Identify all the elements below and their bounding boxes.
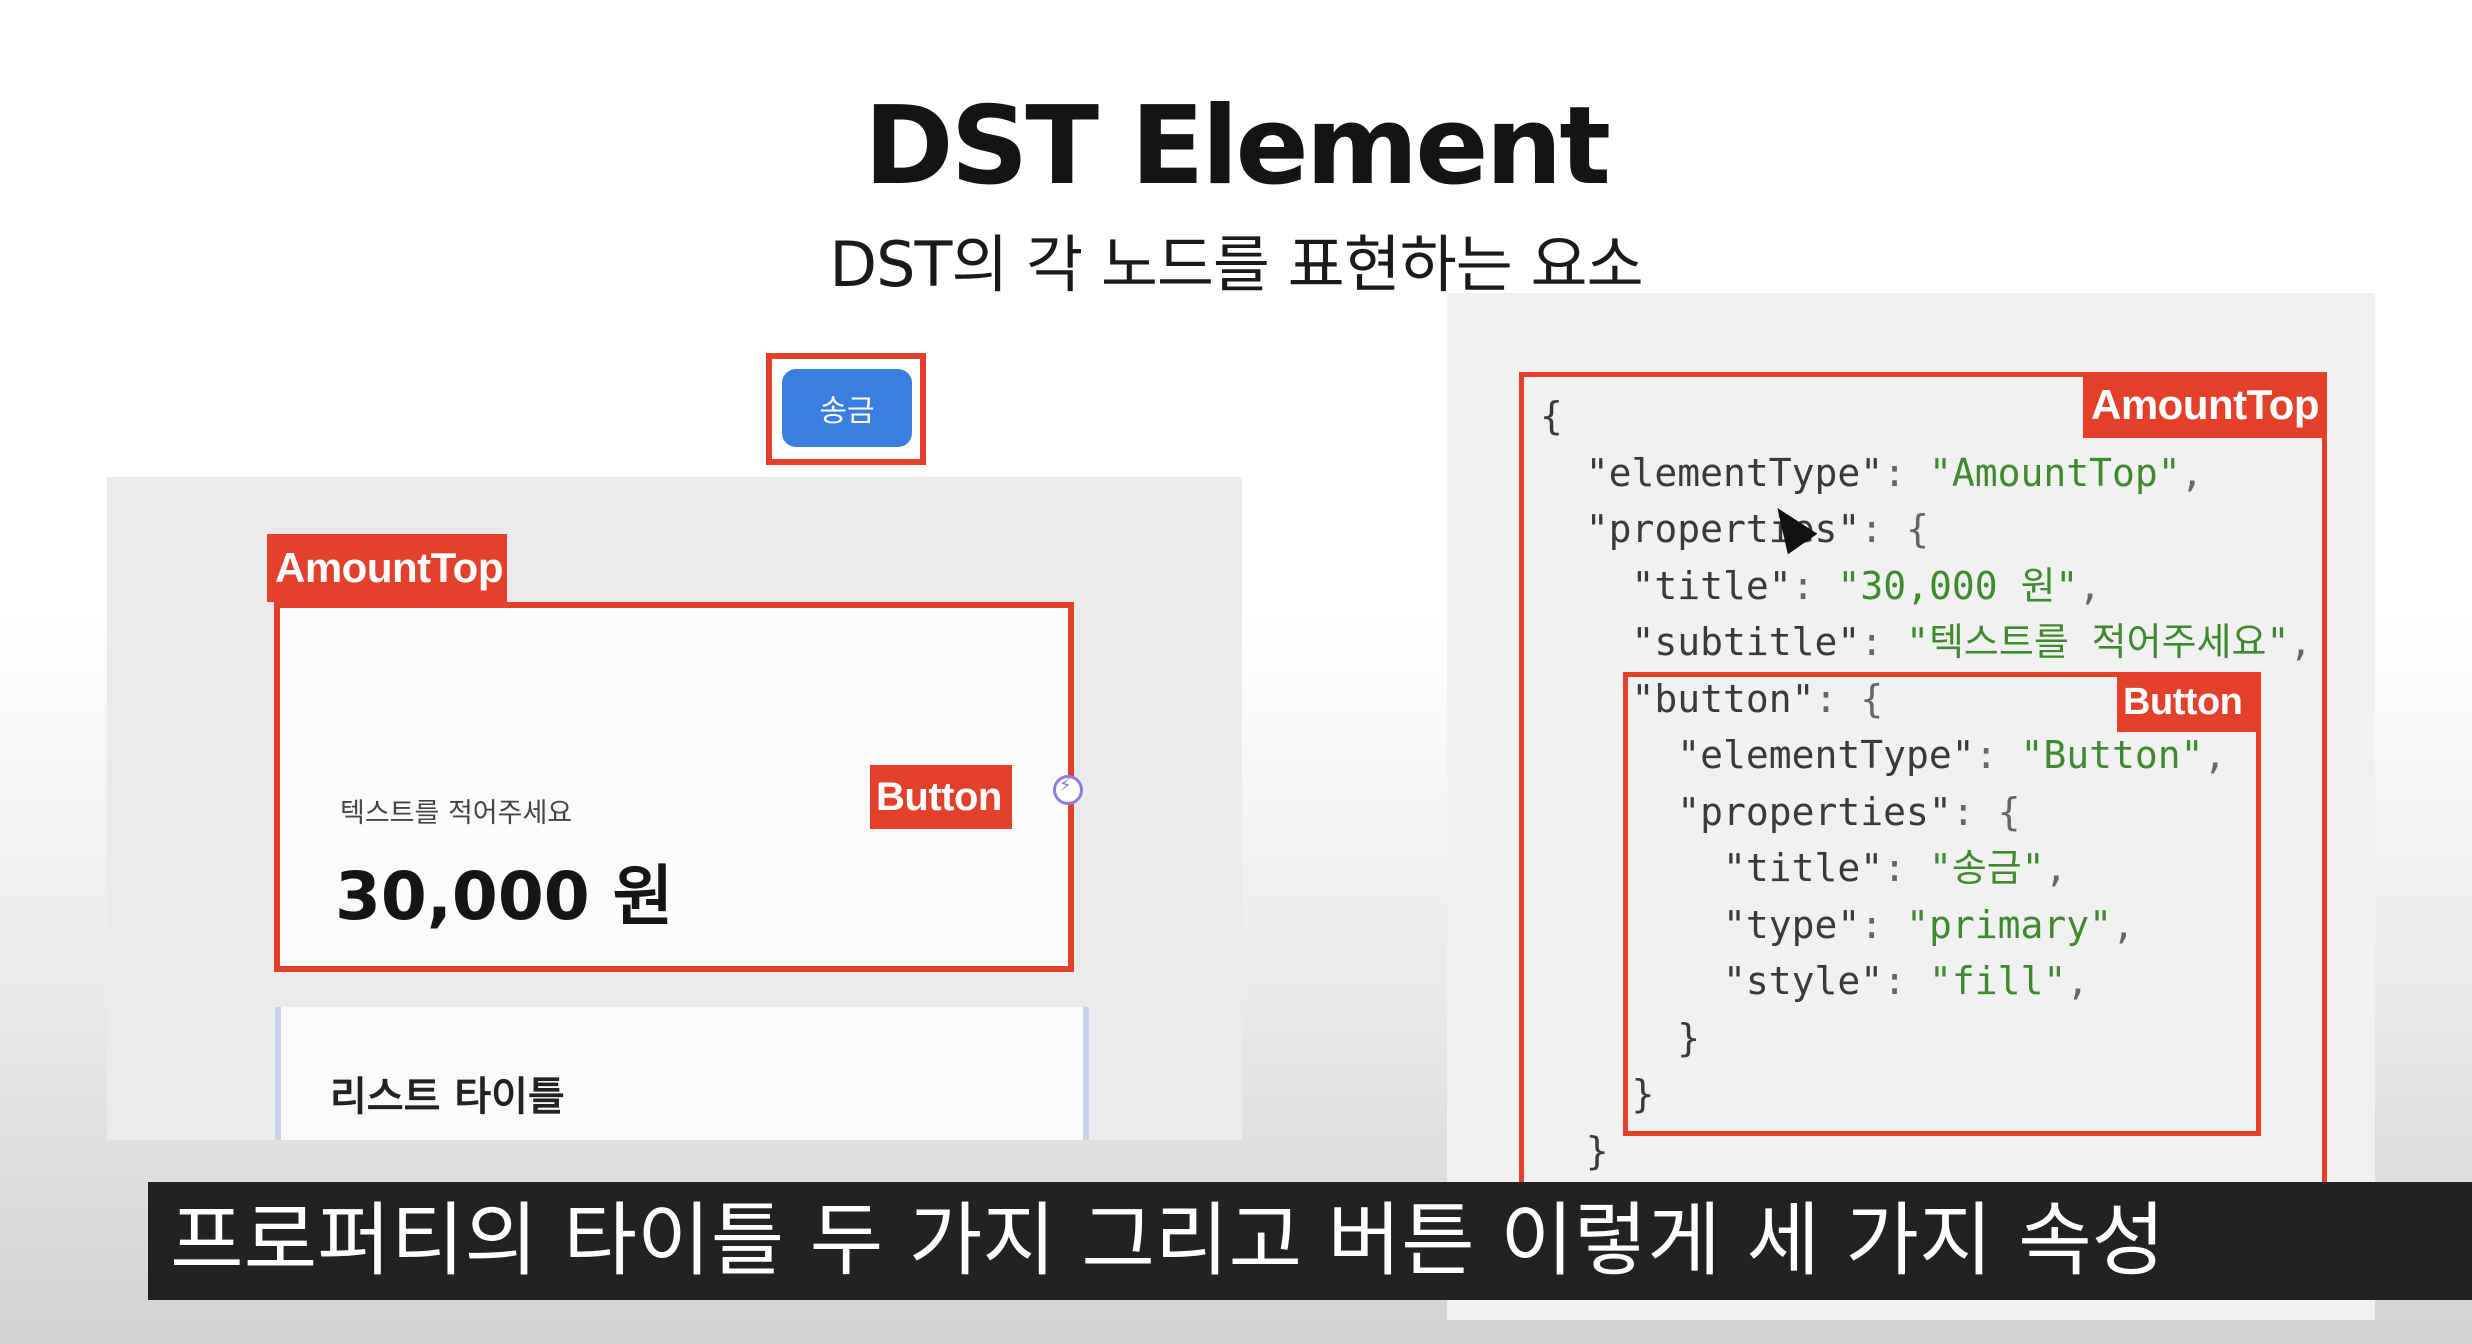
code-key: "properties" — [1540, 789, 1952, 834]
json-code-block: { "elementType": "AmountTop", "propertie… — [1540, 388, 2312, 1179]
code-key: "style" — [1540, 959, 1884, 1003]
code-line: "title": "30,000 원", — [1540, 563, 2102, 608]
code-value: { — [1860, 676, 1884, 721]
code-line: } — [1540, 1123, 2312, 1180]
code-key: "title" — [1540, 563, 1792, 608]
button-highlight-box: 송금 — [766, 353, 926, 465]
code-value: "fill" — [1928, 959, 2067, 1003]
code-key: "elementType" — [1540, 733, 1975, 777]
code-line: "properties": { — [1540, 789, 2021, 834]
code-key: "properties" — [1540, 507, 1861, 551]
subtitle-caption: 프로퍼티의 타이틀 두 가지 그리고 버튼 이렇게 세 가지 속성 — [148, 1182, 2472, 1300]
code-value: "텍스트를 적어주세요" — [1906, 620, 2290, 664]
code-key: } — [1540, 1072, 1655, 1116]
code-line: } — [1540, 1066, 2312, 1123]
code-key: { — [1540, 394, 1563, 438]
code-key: } — [1540, 1015, 1701, 1060]
code-line: "elementType": "Button", — [1540, 733, 2227, 777]
slide-title: DST Element — [863, 84, 1611, 209]
code-value: "AmountTop" — [1928, 450, 2181, 495]
code-line: "button": { — [1540, 676, 1884, 721]
button-tag: Button — [870, 765, 1012, 829]
code-value: "30,000 원" — [1837, 563, 2079, 608]
code-line: "type": "primary", — [1540, 902, 2135, 947]
send-button[interactable]: 송금 — [782, 369, 912, 447]
code-value: "Button" — [2020, 733, 2204, 777]
code-line: "title": "송금", — [1540, 846, 2068, 890]
code-key: "button" — [1540, 676, 1815, 721]
button-code-box — [1623, 672, 2261, 1136]
list-section — [275, 1007, 1089, 1140]
code-line: "properties": { — [1540, 507, 1929, 551]
code-key: "elementType" — [1540, 450, 1884, 495]
code-key: } — [1540, 1128, 1609, 1173]
card-subtitle: 텍스트를 적어주세요 — [340, 798, 573, 829]
code-line: } — [1540, 1010, 2312, 1067]
list-title: 리스트 타이틀 — [330, 1074, 565, 1120]
code-value: "primary" — [1906, 902, 2112, 947]
code-value: { — [1906, 507, 1929, 551]
code-key: "type" — [1540, 902, 1861, 947]
code-amount-top-tag: AmountTop — [2083, 372, 2327, 438]
code-line: { — [1540, 388, 2312, 445]
code-line: "subtitle": "텍스트를 적어주세요", — [1540, 620, 2313, 664]
code-key: "title" — [1540, 846, 1884, 890]
bolt-handle-icon[interactable] — [1053, 775, 1083, 805]
card-amount: 30,000 원 — [335, 858, 674, 935]
slide-subtitle: DST의 각 노드를 표현하는 요소 — [829, 228, 1643, 301]
code-key: "subtitle" — [1540, 620, 1861, 664]
code-value: { — [1997, 789, 2021, 834]
code-line: "elementType": "AmountTop", — [1540, 450, 2204, 495]
code-panel — [1447, 293, 2375, 1320]
amount-top-tag: AmountTop — [267, 534, 507, 602]
ui-mockup: 리스트 타이틀 텍스트를 적어주세요 30,000 원 — [107, 477, 1242, 1140]
code-line: "style": "fill", — [1540, 959, 2090, 1003]
code-value: "송금" — [1928, 846, 2045, 890]
code-button-tag: Button — [2117, 672, 2261, 732]
